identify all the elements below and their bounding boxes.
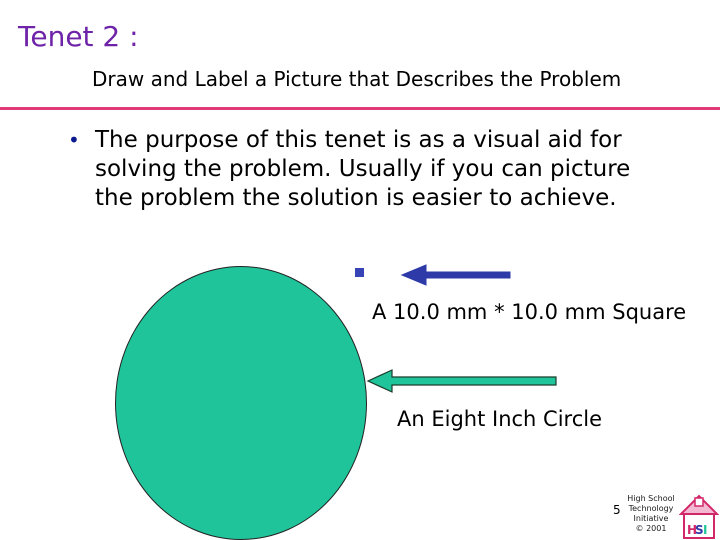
slide-title: Tenet 2 :: [18, 20, 139, 53]
bullet-text: The purpose of this tenet is as a visual…: [95, 127, 631, 211]
circle-arrow-icon: [366, 369, 557, 393]
svg-text:I: I: [703, 523, 707, 537]
slide-subtitle: Draw and Label a Picture that Describes …: [92, 67, 622, 91]
circle-label: An Eight Inch Circle: [397, 407, 603, 431]
square-arrow-icon: [400, 264, 511, 286]
bullet-icon: •: [68, 128, 80, 152]
divider-rule: [0, 107, 720, 110]
bullet-point: • The purpose of this tenet is as a visu…: [68, 126, 668, 213]
svg-text:S: S: [695, 523, 704, 537]
schoolhouse-icon: H S I: [679, 494, 719, 539]
small-square-shape: [355, 268, 364, 277]
square-label: A 10.0 mm * 10.0 mm Square: [372, 300, 687, 324]
page-number: 5: [613, 503, 621, 517]
circle-shape: [115, 266, 367, 540]
hsti-logo: High School Technology Initiative © 2001…: [621, 492, 720, 540]
svg-text:H: H: [687, 523, 697, 537]
logo-text: High School Technology Initiative © 2001: [627, 494, 675, 533]
